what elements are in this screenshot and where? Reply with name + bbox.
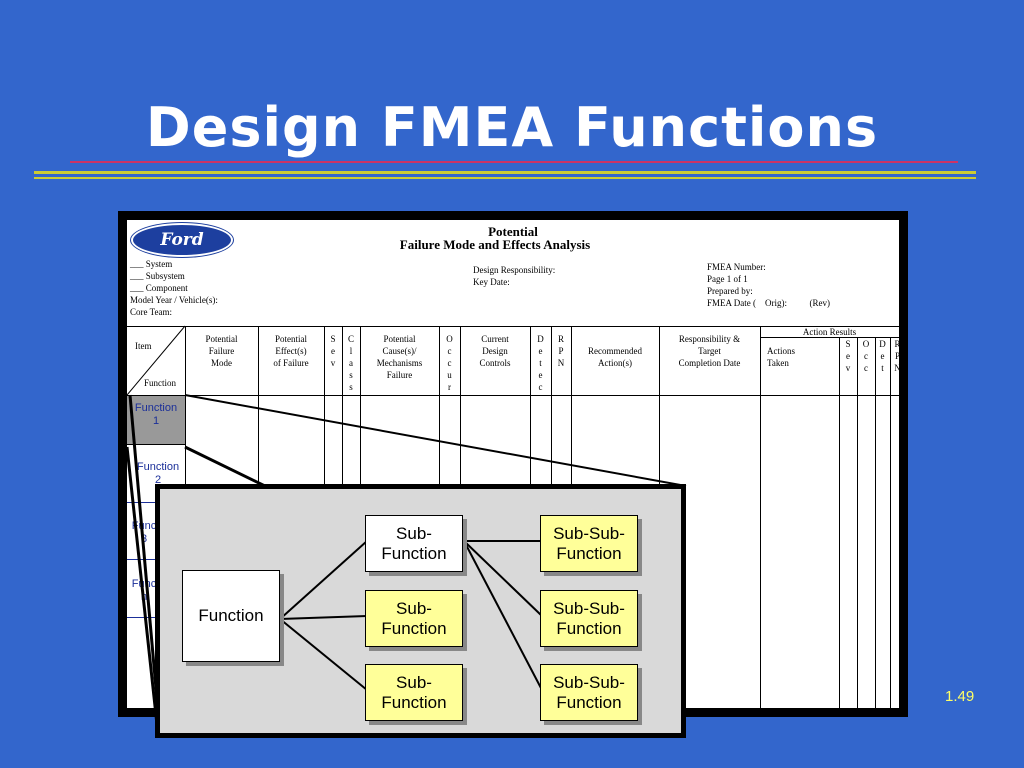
col-det2: D e t [879,339,886,373]
sub-sub-function-box-1: Sub-Sub- Function [540,515,638,572]
function-box: Function [182,570,280,662]
col-occur: O c c u r [446,334,453,392]
field-design-responsibility: Design Responsibility: [473,265,556,275]
function-1-highlight [127,396,185,444]
field-prepared-by: Prepared by: [707,286,753,296]
form-diagonal-lines [127,325,186,396]
col-line [760,326,761,708]
col-occ2: O c c [862,339,870,373]
row-line [127,444,185,445]
sub-function-box-2: Sub- Function [365,590,463,647]
col-effects: Potential Effect(s) of Failure [273,334,309,368]
title-underline-red [70,161,958,163]
col-sev: S e v [330,334,336,368]
field-model-year: Model Year / Vehicle(s): [130,295,218,305]
function-row-2: Function 2 [136,461,180,486]
col-class: C l a s s [347,334,354,392]
field-core-team: Core Team: [130,307,172,317]
header-bottom-line [127,395,899,396]
sub-function-box-1: Sub- Function [365,515,463,572]
field-page: Page 1 of 1 [707,274,748,284]
col-line [875,337,876,708]
function-header: Function [144,378,177,388]
field-key-date: Key Date: [473,277,510,287]
header-top-line [127,326,899,327]
function-row-1: Function 1 [134,402,178,427]
field-subsystem: ___ Subsystem [130,271,185,281]
form-title-line2: Failure Mode and Effects Analysis [399,237,591,252]
field-fmea-date: FMEA Date ( Orig): (Rev) [707,298,830,308]
col-line [839,337,840,708]
slide-title: Design FMEA Functions [145,96,879,159]
col-rpn: R P N [557,334,565,368]
item-header: Item [135,341,152,351]
tree-connectors [279,540,543,691]
field-system: ___ System [130,259,173,269]
col-causes: Potential Cause(s)/ Mechanisms Failure [376,334,423,380]
col-line [890,337,891,708]
field-fmea-number: FMEA Number: [707,262,766,272]
col-responsibility: Responsibility & Target Completion Date [678,334,741,368]
function-tree-background: Function Sub- Function Sub- Function Sub… [160,489,681,733]
col-recommended: Recommended Action(s) [588,346,642,368]
col-detec: D e t e c [537,334,544,392]
col-failure-mode: Potential Failure Mode [205,334,238,368]
action-results-line [760,337,899,338]
function-tree-panel: Function Sub- Function Sub- Function Sub… [155,484,686,738]
col-sev2: S e v [845,339,851,373]
sub-function-box-3: Sub- Function [365,664,463,721]
col-rpn2: R P N [894,339,899,373]
sub-sub-function-box-3: Sub-Sub- Function [540,664,638,721]
col-controls: Current Design Controls [479,334,511,368]
action-results-label: Action Results [802,327,857,337]
ford-logo: Ford [131,223,233,257]
form-title-line1: Potential [488,224,538,239]
col-line [857,337,858,708]
col-actions-taken: Actions Taken [767,346,795,368]
sub-sub-function-box-2: Sub-Sub- Function [540,590,638,647]
title-underline-yellow-thin [34,177,976,179]
field-component: ___ Component [130,283,188,293]
title-underline-yellow [34,171,976,174]
page-number: 1.49 [945,688,975,705]
